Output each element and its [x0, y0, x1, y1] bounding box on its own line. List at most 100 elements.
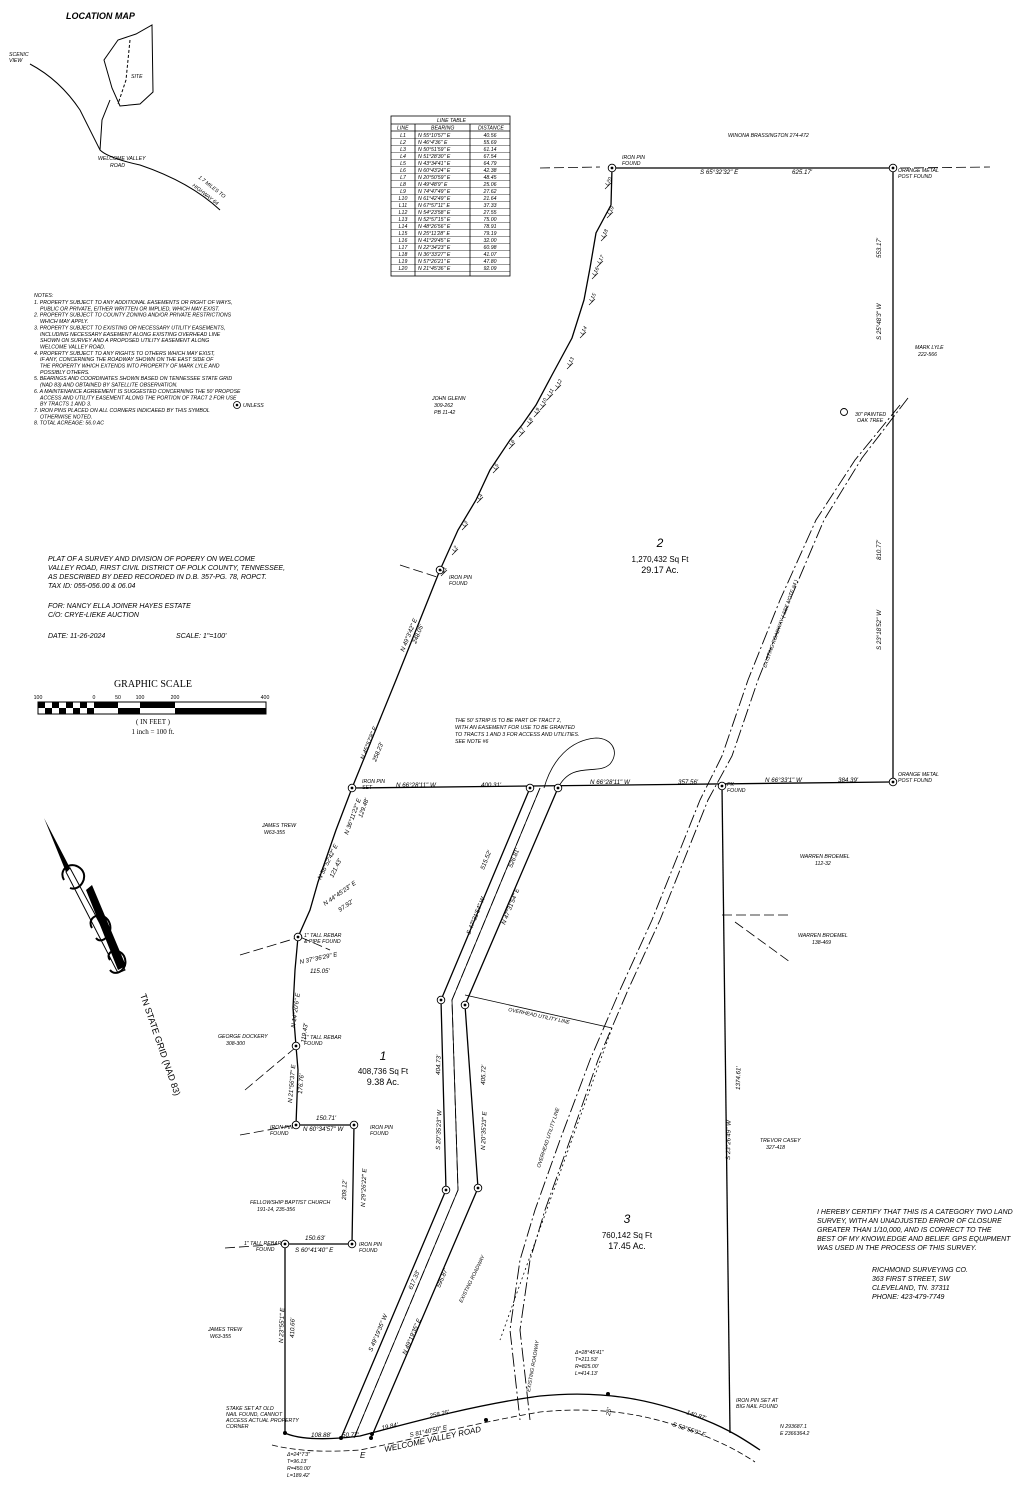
- bearing-108: 108.88': [311, 1432, 332, 1439]
- existing-roadway-lines: [353, 397, 909, 1439]
- line-table-cell: 21.64: [483, 196, 497, 202]
- stake-label-3: ACCESS ACTUAL PROPERTY: [225, 1418, 299, 1424]
- bearing-east-upper: S 25°48'3" W: [876, 302, 883, 340]
- owner-john-glenn: JOHN GLENN: [431, 396, 466, 402]
- title-scale: SCALE: 1"=100': [176, 633, 227, 640]
- iron-pin-symbol-icon: [233, 401, 241, 409]
- line-table-cell: L12: [399, 210, 408, 216]
- note-line: INCLUDING NECESSARY EASEMENT ALONG EXIST…: [40, 332, 221, 338]
- l-line-label: L20: [604, 176, 613, 187]
- l-line-tick: [554, 384, 562, 392]
- l-line-label: L12: [554, 378, 563, 389]
- iron-pin-dot: [528, 786, 532, 790]
- tract-1-acres: 9.38 Ac.: [367, 1077, 400, 1087]
- l-line-label: L10: [539, 397, 548, 408]
- l-line-tick: [440, 569, 448, 577]
- l-line-tick: [476, 496, 484, 504]
- bearing-25: 25': [605, 1406, 614, 1417]
- iron-pin-dot: [439, 998, 443, 1002]
- scale-tick-b: 0: [93, 695, 96, 701]
- line-table-cell: N 54°23'58" E: [418, 210, 451, 216]
- pin-label-w9b-2: FOUND: [370, 1131, 389, 1137]
- scenic-view-label: SCENIC: [9, 52, 29, 58]
- tract-3-acres: 17.45 Ac.: [608, 1241, 646, 1251]
- note-line: THE PROPERTY WHICH EXTENDS INTO PROPERTY…: [40, 364, 220, 370]
- l-line-label: L3: [461, 520, 469, 528]
- pin-label-top: IRON PIN: [622, 155, 645, 161]
- line-table-cell: L11: [399, 203, 407, 209]
- existing-roadway-note: EXISTING ROADWAY ( SEE NOTE #4 ): [762, 579, 800, 669]
- existing-roadway-label-2: EXISTING ROADWAY: [526, 1340, 541, 1393]
- line-table-cell: L13: [399, 217, 408, 223]
- easement-right-line: [370, 787, 559, 1439]
- curve2-tangent: T=96.13': [287, 1459, 308, 1465]
- bearing-w8-dist: 176.76': [297, 1073, 306, 1094]
- coord-east: E 2366364.2: [780, 1431, 810, 1437]
- scale-check: [80, 702, 87, 708]
- note-line: 7. IRON PINS PLACED ON ALL CORNERS INDIC…: [34, 408, 210, 414]
- site-label: SITE: [131, 74, 143, 80]
- iron-pin-dot: [294, 1044, 298, 1048]
- road-point-icon: [370, 1432, 374, 1436]
- note-line: POSSIBLY OTHERS.: [40, 370, 90, 376]
- line-table-cell: 60.98: [484, 245, 497, 251]
- l-line-tick: [600, 234, 608, 242]
- title-line-1: PLAT OF A SURVEY AND DIVISION OF POPERY …: [48, 556, 255, 563]
- north-arrow-icon: [44, 818, 127, 974]
- note-line: 8. TOTAL ACREAGE: 56.0 AC: [34, 421, 104, 427]
- line-table-cell: L14: [399, 224, 408, 230]
- scale-units: ( IN FEET ): [136, 718, 171, 726]
- iron-pin-dot: [891, 780, 895, 784]
- graphic-scale-bar: [37, 701, 267, 715]
- bearing-w9-dist: 150.71': [316, 1115, 337, 1122]
- line-table-cell: N 36°33'27" E: [418, 252, 451, 258]
- line-table-cell: 61.14: [484, 147, 497, 153]
- line-table-cell: 40.56: [484, 133, 497, 139]
- note-line: 3. PROPERTY SUBJECT TO EXISTING OR NECES…: [34, 325, 225, 331]
- l-line-label: L18: [600, 228, 609, 239]
- company-name: RICHMOND SURVEYING CO.: [872, 1267, 968, 1274]
- bearing-road1-dist: 258.25': [428, 1409, 451, 1420]
- line-table-cell: 42.38: [484, 168, 497, 174]
- line-table-cell: L5: [400, 161, 406, 167]
- stake-label-1: STAKE SET AT OLD: [226, 1406, 274, 1412]
- line-table-cell: N 48°26'56" E: [418, 224, 451, 230]
- l-line-label: L1: [440, 566, 448, 574]
- oak-tree-icon: [840, 408, 848, 416]
- tract-1-number: 1: [380, 1049, 387, 1063]
- line-table-cell: 75.00: [484, 217, 497, 223]
- tract-2-sqft: 1,270,432 Sq Ft: [632, 555, 690, 564]
- l-line-label: L16: [591, 266, 600, 277]
- bearing-mid-center: N 66°28'11" W: [590, 779, 631, 786]
- pin-label-mid-2: FOUND: [449, 581, 468, 587]
- pin-label-mid: IRON PIN: [449, 575, 472, 581]
- iron-pin-dot: [891, 166, 895, 170]
- note-line: (NAD 83) AND OBTAINED BY SATELLITE OBSER…: [40, 383, 178, 389]
- note-line: 6. A MAINTENANCE AGREEMENT IS SUGGESTED …: [34, 389, 241, 395]
- tract-1-sqft: 408,736 Sq Ft: [358, 1067, 409, 1076]
- pk-found: PK: [727, 782, 734, 788]
- owner-warren-1-book: 112-32: [815, 861, 831, 867]
- existing-roadway-label: EXISTING ROADWAY: [458, 1254, 486, 1304]
- line-table-cell: 25.06: [483, 182, 497, 188]
- west-boundary-line: [292, 569, 441, 1071]
- scale-check: [59, 708, 66, 714]
- line-table-cell: 79.19: [484, 231, 497, 237]
- line-table-cell: 78.91: [484, 224, 497, 230]
- l-line-label: L6: [508, 439, 516, 447]
- orange-post-top-2: POST FOUND: [898, 174, 932, 180]
- note-line: SHOWN ON SURVEY AND A PROPOSED UTILITY E…: [40, 338, 209, 344]
- notes-title: NOTES:: [34, 293, 54, 299]
- note-line: OTHERWISE NOTED.: [40, 414, 92, 420]
- company-address-2: CLEVELAND, TN. 37311: [872, 1285, 950, 1292]
- curve1-radius: R=825.00': [575, 1364, 600, 1370]
- overhead-label-2: OVERHEAD UTILITY LINE: [536, 1107, 561, 1169]
- curve2-radius: R=450.00': [287, 1466, 312, 1472]
- l-line-tick: [492, 466, 500, 474]
- scale-block: [175, 708, 266, 714]
- road-point-icon: [606, 1392, 610, 1396]
- iron-pin-dot: [444, 1188, 448, 1192]
- bearing-road2: S 52°55'9" E: [671, 1421, 707, 1439]
- cert-line-5: WAS USED IN THE PROCESS OF THIS SURVEY.: [817, 1245, 977, 1252]
- tract-3-number: 3: [624, 1212, 631, 1226]
